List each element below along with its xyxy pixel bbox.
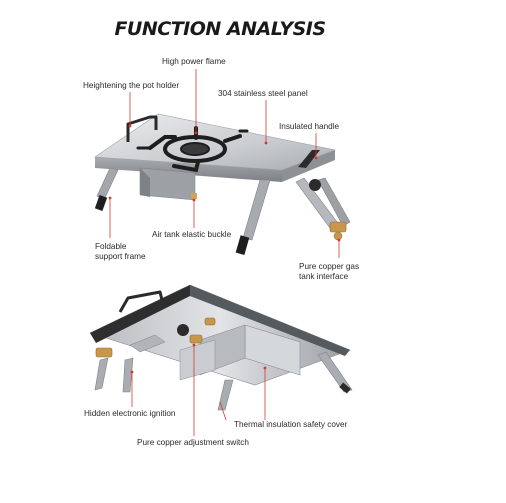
copper-switch: [189, 334, 203, 344]
label-foldable-line2: support frame: [95, 252, 146, 261]
burner-head: [180, 142, 210, 156]
label-hidden-ignition: Hidden electronic ignition: [84, 409, 176, 418]
pot-support-arms: [148, 126, 242, 173]
label-copper-interface-line2: tank interface: [299, 272, 349, 281]
label-copper-switch: Pure copper adjustment switch: [137, 438, 249, 447]
label-stainless-panel: 304 stainless steel panel: [218, 89, 308, 98]
label-copper-interface-line1: Pure copper gas: [299, 262, 360, 271]
underside-leg-left: [94, 357, 109, 391]
copper-interface: [329, 221, 347, 233]
stove-top-view: [94, 113, 351, 256]
label-high-power-flame: High power flame: [162, 57, 226, 66]
copper-fitting-left: [95, 347, 113, 358]
tank-buckle: [191, 193, 197, 199]
underside-leg-mid: [217, 379, 234, 411]
left-foot: [94, 195, 108, 211]
label-foldable-line1: Foldable: [95, 242, 127, 251]
stove-side-apron: [282, 150, 335, 182]
right-foot: [235, 235, 250, 256]
right-front-leg: [242, 179, 271, 241]
label-heightening-pot-holder: Heightening the pot holder: [83, 81, 180, 90]
underside-edge-right: [190, 285, 350, 356]
leader-lines: [108, 69, 341, 436]
label-insulated-handle: Insulated handle: [279, 122, 340, 131]
stove-underside-view: [89, 284, 353, 411]
left-front-leg: [96, 167, 119, 201]
control-knob: [309, 179, 321, 191]
underside-edge-left: [90, 285, 190, 343]
label-air-tank-buckle: Air tank elastic buckle: [152, 230, 232, 239]
ignition-knob: [177, 324, 189, 336]
pot-holder-handle: [126, 115, 158, 142]
insulated-handle-grip: [298, 150, 320, 168]
underside-leg-right: [317, 351, 353, 393]
underside-handle: [118, 290, 164, 313]
page-title: FUNCTION ANALYSIS: [114, 18, 326, 40]
label-thermal-cover: Thermal insulation safety cover: [234, 420, 348, 429]
